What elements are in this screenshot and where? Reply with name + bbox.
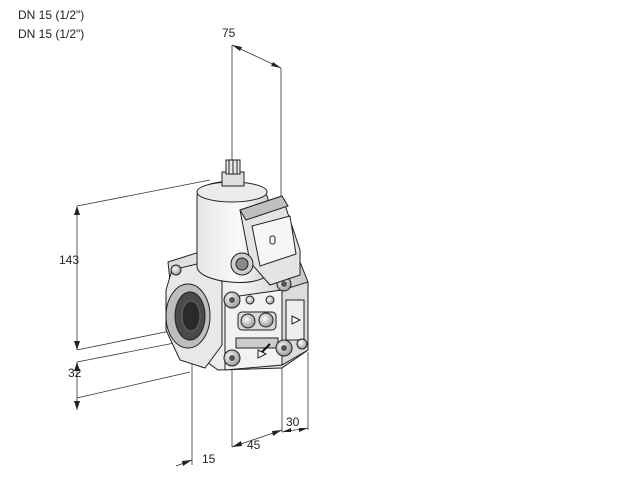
arrow-143-bottom [74, 341, 80, 350]
dimension-label-143: 143 [59, 253, 80, 267]
bolt-lower-right [296, 338, 308, 350]
dimension-label-30: 30 [286, 415, 300, 429]
front-knob-1 [240, 313, 256, 329]
arrow-45-right [272, 430, 282, 436]
arrow-32-bottom [74, 401, 80, 410]
arrow-75-right [271, 62, 281, 68]
front-mark [261, 343, 271, 353]
dimension-label-45: 45 [247, 438, 261, 452]
dim-32-extension-bottom [76, 371, 191, 399]
inlet-bore-thread [181, 300, 201, 332]
dim-143-extension-bottom [76, 329, 176, 351]
arrow-45-left [232, 441, 242, 447]
bolt-left-flange [170, 264, 182, 276]
flow-arrow-right [291, 315, 302, 325]
coil-nut-inner [235, 257, 249, 271]
arrow-143-top [74, 206, 80, 215]
title-connection-size-2: DN 15 (1/2") [18, 27, 85, 41]
solenoid-coil [196, 181, 301, 286]
title-connection-size-1: DN 15 (1/2") [18, 8, 85, 22]
dim-143-extension-top [76, 179, 211, 207]
dimension-label-15: 15 [202, 452, 216, 466]
dimension-label-75: 75 [222, 26, 236, 40]
front-knob-2 [258, 312, 274, 328]
bolt-mid-left [265, 295, 275, 305]
arrow-75-left [232, 45, 242, 51]
flange-bolts [170, 264, 308, 367]
arrow-30-right [299, 428, 308, 432]
arrow-30-left [282, 428, 291, 432]
dimension-arrowheads [74, 45, 308, 466]
arrow-32-top [74, 362, 80, 371]
connector-screw-hole [269, 235, 276, 245]
bolt-mid-right [245, 295, 255, 305]
coil-stem [221, 159, 245, 187]
front-label-strip [235, 337, 279, 349]
arrow-15 [182, 460, 192, 466]
connector-top [239, 195, 289, 221]
